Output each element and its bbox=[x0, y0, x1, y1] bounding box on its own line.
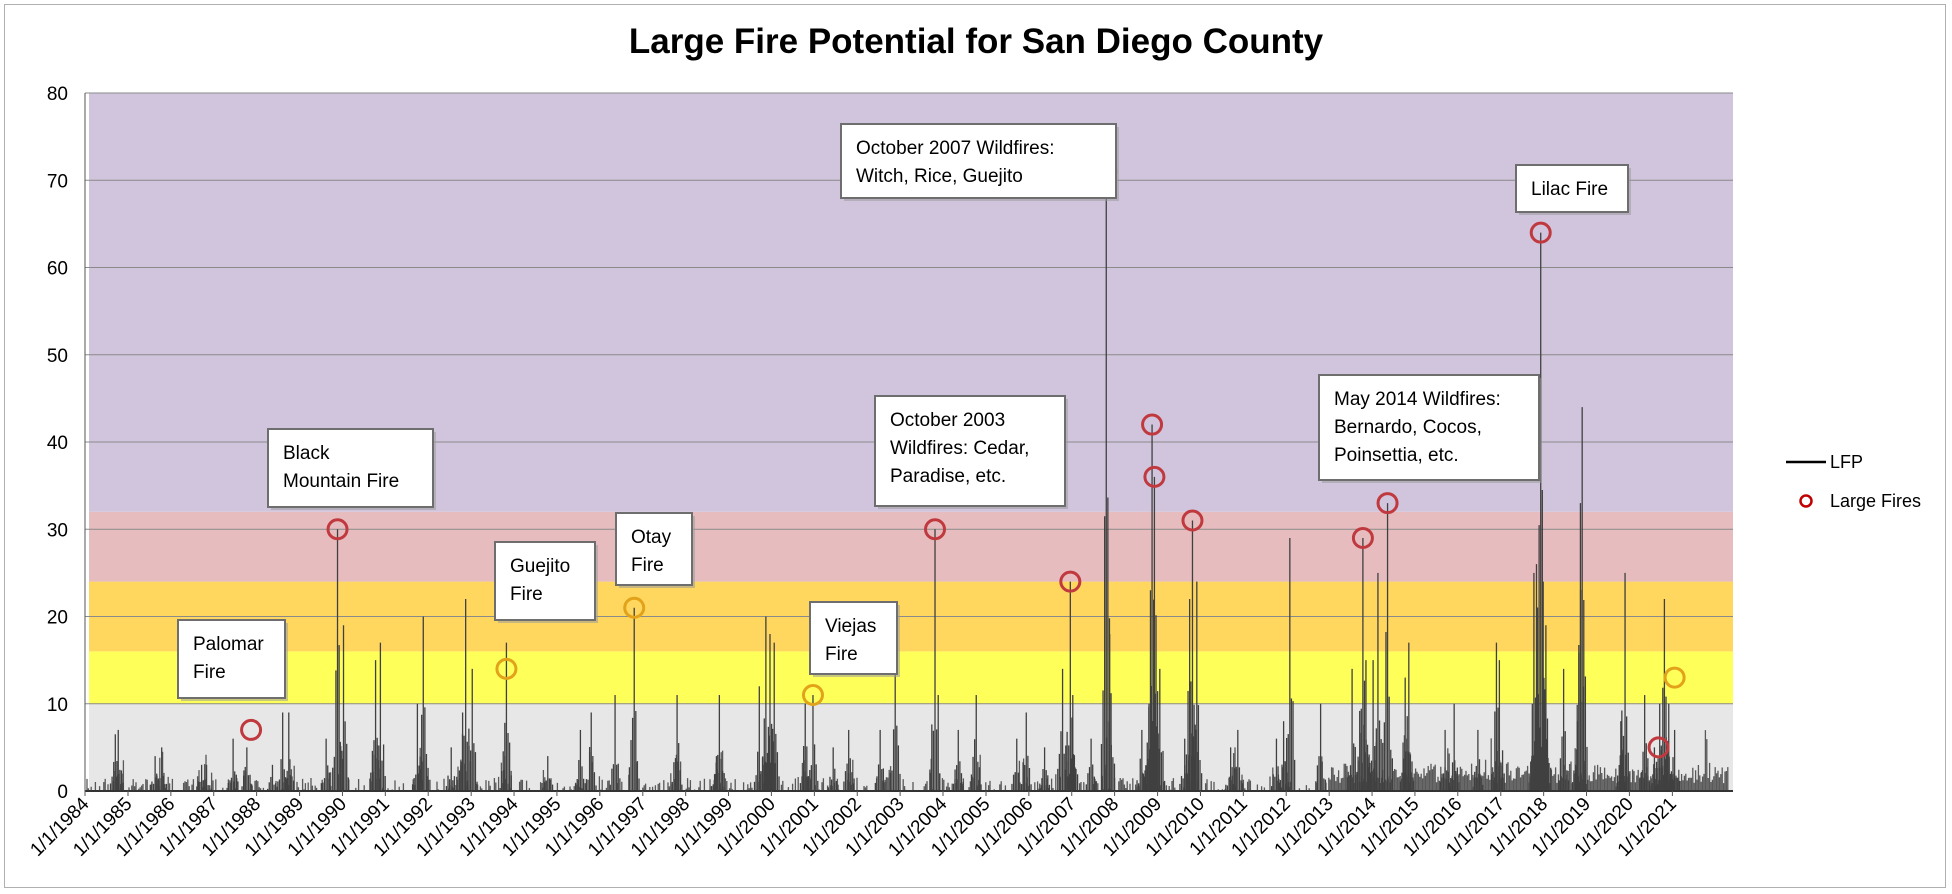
legend: LFP Large Fires bbox=[1786, 452, 1921, 511]
callout-box bbox=[1515, 164, 1629, 213]
large-fire-marker bbox=[801, 684, 824, 707]
large-fire-marker bbox=[240, 718, 263, 741]
y-tick-label: 60 bbox=[47, 259, 68, 280]
annotation-text: Witch, Rice, Guejito bbox=[856, 166, 1023, 187]
annotation-text: Wildfires: Cedar, bbox=[890, 438, 1029, 459]
band-3 bbox=[89, 511, 1733, 582]
annotation-text: Fire bbox=[631, 555, 664, 576]
chart-frame bbox=[4, 4, 1946, 888]
y-tick-label: 50 bbox=[47, 346, 68, 367]
large-fire-marker bbox=[1181, 509, 1204, 532]
annotation-text: Lilac Fire bbox=[1531, 179, 1608, 200]
annotation-text: October 2003 bbox=[890, 410, 1005, 431]
annotation-text: Mountain Fire bbox=[283, 471, 399, 492]
annotation-callout: October 2007 Wildfires: Witch, Rice, Guej… bbox=[840, 123, 1119, 201]
annotation-text: Bernardo, Cocos, bbox=[1334, 417, 1482, 438]
large-fire-marker bbox=[1663, 666, 1686, 689]
annotation-text: Fire bbox=[510, 584, 543, 605]
large-fire-marker bbox=[1529, 221, 1552, 244]
large-fire-marker bbox=[1376, 492, 1399, 515]
annotation-text: Black bbox=[283, 443, 330, 464]
annotation-text: Paradise, etc. bbox=[890, 466, 1006, 487]
large-fire-marker bbox=[495, 657, 518, 680]
y-tick-label: 30 bbox=[47, 520, 68, 541]
chart-title: Large Fire Potential for San Diego Count… bbox=[628, 22, 1324, 61]
annotation-text: May 2014 Wildfires: bbox=[1334, 389, 1501, 410]
lfp-series bbox=[85, 171, 1733, 792]
large-fire-marker bbox=[1647, 736, 1670, 759]
callout-box bbox=[840, 123, 1117, 199]
y-tick-label: 70 bbox=[47, 171, 68, 192]
annotation-text: Poinsettia, etc. bbox=[1334, 445, 1459, 466]
large-fire-marker bbox=[1143, 465, 1166, 488]
legend-large-fires-swatch bbox=[1799, 494, 1813, 508]
annotation-text: Palomar bbox=[193, 634, 264, 655]
callout-box bbox=[1318, 374, 1540, 481]
large-fire-marker bbox=[924, 518, 947, 541]
y-tick-label: 40 bbox=[47, 433, 68, 454]
annotation-text: Otay bbox=[631, 527, 672, 548]
annotation-callout: Lilac Fire bbox=[1515, 164, 1631, 215]
large-fires-series bbox=[240, 160, 1686, 759]
legend-large-fires-label: Large Fires bbox=[1830, 491, 1921, 511]
callout-box bbox=[267, 428, 434, 508]
callout-box bbox=[494, 541, 596, 621]
callout-box bbox=[177, 619, 286, 699]
large-fire-marker bbox=[1351, 526, 1374, 549]
callout-box bbox=[615, 512, 693, 586]
annotation-text: Viejas bbox=[825, 616, 876, 637]
legend-lfp-label: LFP bbox=[1830, 452, 1863, 472]
annotation-callout: May 2014 Wildfires: Bernardo, Cocos, Poins… bbox=[1318, 374, 1542, 483]
large-fire-marker bbox=[623, 596, 646, 619]
y-tick-label: 80 bbox=[47, 84, 68, 105]
y-tick-label: 20 bbox=[47, 608, 68, 629]
y-tick-label: 0 bbox=[57, 782, 68, 803]
annotation-text: October 2007 Wildfires: bbox=[856, 138, 1055, 159]
band-1 bbox=[89, 651, 1733, 704]
annotation-text: Fire bbox=[193, 662, 226, 683]
callout-box bbox=[809, 601, 898, 675]
annotation-text: Guejito bbox=[510, 556, 570, 577]
large-fire-marker bbox=[326, 518, 349, 541]
annotation-text: Fire bbox=[825, 644, 858, 665]
large-fire-marker bbox=[1059, 570, 1082, 593]
large-fire-marker bbox=[1141, 413, 1164, 436]
callout-box bbox=[874, 395, 1066, 507]
y-tick-label: 10 bbox=[47, 695, 68, 716]
